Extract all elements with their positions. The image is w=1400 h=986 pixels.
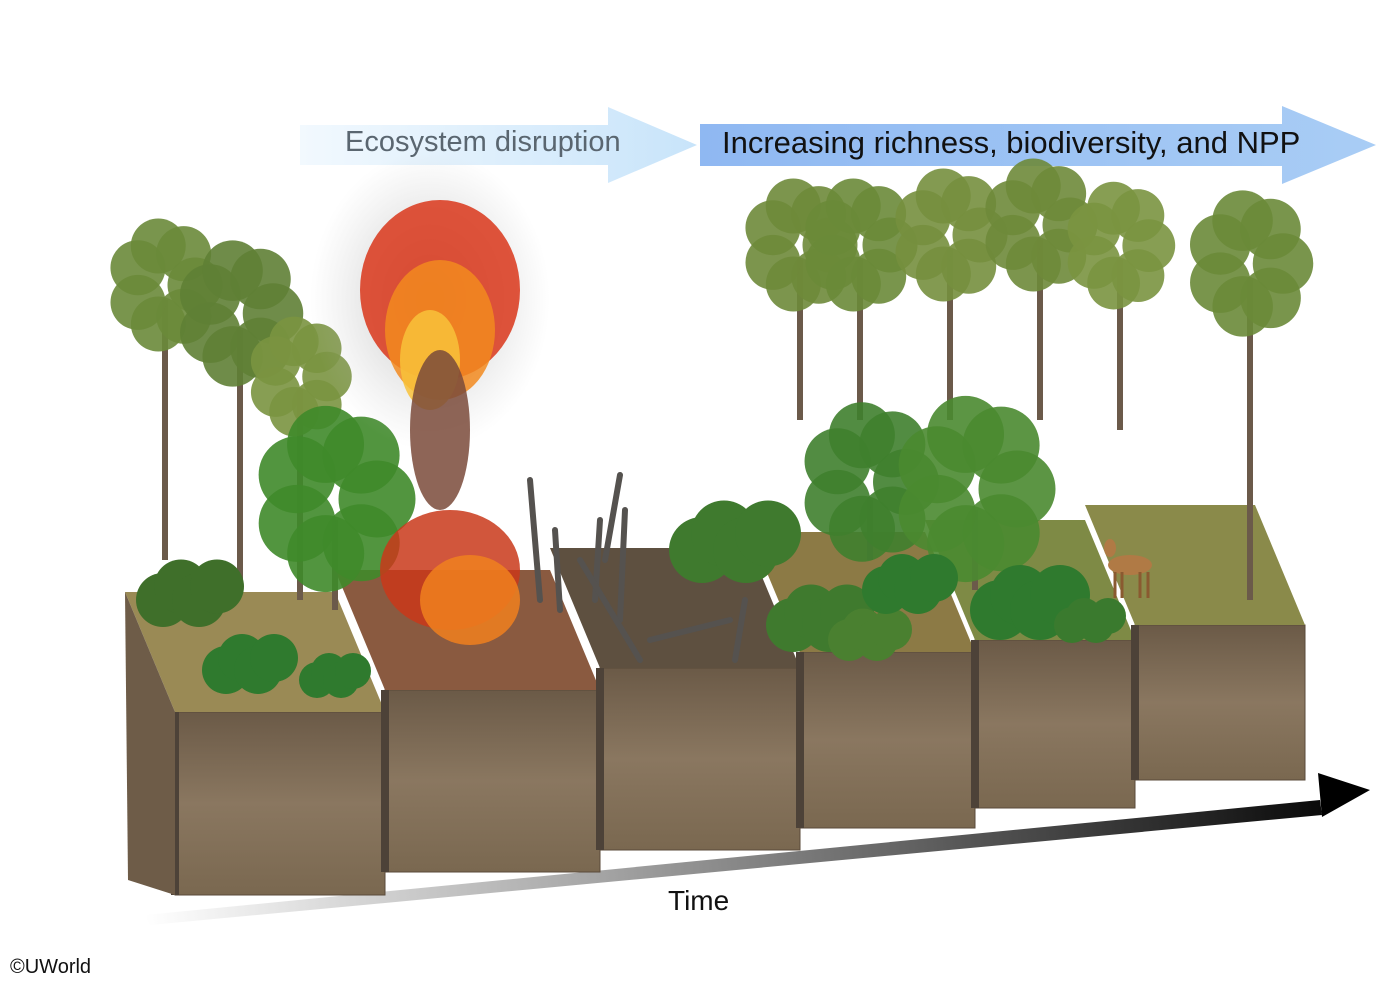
tree-foliage bbox=[1111, 189, 1165, 242]
shrub bbox=[669, 500, 801, 583]
tree-trunk bbox=[857, 260, 863, 420]
tree-trunk bbox=[947, 250, 953, 420]
tree-foliage bbox=[1031, 166, 1087, 222]
flame bbox=[420, 555, 520, 645]
tree-trunk bbox=[1037, 240, 1043, 420]
shrub-foliage bbox=[335, 653, 371, 689]
flame bbox=[410, 350, 470, 510]
tree-trunk bbox=[162, 300, 168, 560]
shrub bbox=[1054, 598, 1126, 643]
dead-tree bbox=[732, 597, 748, 663]
dead-tree bbox=[647, 617, 733, 643]
shrub-foliage bbox=[190, 559, 244, 614]
tree-foliage bbox=[1240, 198, 1301, 260]
block-divider bbox=[1131, 625, 1139, 780]
tree bbox=[1189, 190, 1314, 600]
increasing-richness-arrow bbox=[700, 106, 1376, 184]
block-divider bbox=[381, 690, 389, 872]
dead-tree bbox=[577, 557, 643, 663]
shrub-foliage bbox=[870, 608, 912, 651]
ecosystem-disruption-label: Ecosystem disruption bbox=[345, 126, 621, 158]
tree-foliage bbox=[962, 406, 1040, 484]
deer-head bbox=[1104, 539, 1116, 557]
increasing-richness-label: Increasing richness, biodiversity, and N… bbox=[722, 125, 1301, 160]
time-axis-label: Time bbox=[668, 885, 730, 916]
block-front-face bbox=[599, 667, 801, 851]
shrub-foliage bbox=[735, 500, 801, 567]
block-divider bbox=[596, 668, 604, 850]
block-divider bbox=[971, 640, 979, 808]
tree-trunk bbox=[797, 260, 803, 420]
tree bbox=[898, 395, 1056, 590]
tree-trunk bbox=[237, 330, 243, 580]
tree bbox=[258, 405, 416, 610]
shrub bbox=[136, 559, 244, 627]
fire bbox=[360, 200, 520, 645]
tree-foliage bbox=[230, 248, 291, 310]
tree-foliage bbox=[851, 186, 907, 242]
dead-tree bbox=[617, 507, 628, 623]
tree-foliage bbox=[941, 176, 997, 232]
dead-tree bbox=[552, 527, 563, 613]
time-arrow bbox=[145, 773, 1370, 925]
block-front-face bbox=[799, 651, 976, 829]
tree bbox=[805, 178, 918, 420]
shrub bbox=[202, 634, 298, 694]
shrub-foliage bbox=[1090, 598, 1126, 634]
shrub bbox=[862, 554, 958, 614]
block-front-face bbox=[974, 639, 1136, 809]
tree-trunk bbox=[1117, 260, 1123, 430]
tree bbox=[1067, 181, 1176, 430]
tree bbox=[985, 158, 1098, 420]
deer bbox=[1104, 539, 1152, 598]
block-front-face bbox=[384, 689, 601, 873]
shrub bbox=[299, 653, 371, 698]
shrub bbox=[828, 608, 912, 661]
shrub-foliage bbox=[250, 634, 298, 682]
block-front-face bbox=[1134, 624, 1306, 781]
block-front-face bbox=[174, 711, 386, 896]
tree-trunk bbox=[1247, 280, 1253, 600]
dead-tree bbox=[527, 477, 543, 603]
deer-body bbox=[1108, 555, 1152, 575]
dead-tree bbox=[602, 472, 623, 563]
copyright-credit: ©UWorld bbox=[10, 956, 92, 978]
block-side-face bbox=[125, 592, 175, 895]
shrub-foliage bbox=[910, 554, 958, 602]
burned-snags bbox=[527, 472, 748, 663]
vegetation bbox=[110, 150, 1314, 698]
block-divider bbox=[796, 652, 804, 828]
